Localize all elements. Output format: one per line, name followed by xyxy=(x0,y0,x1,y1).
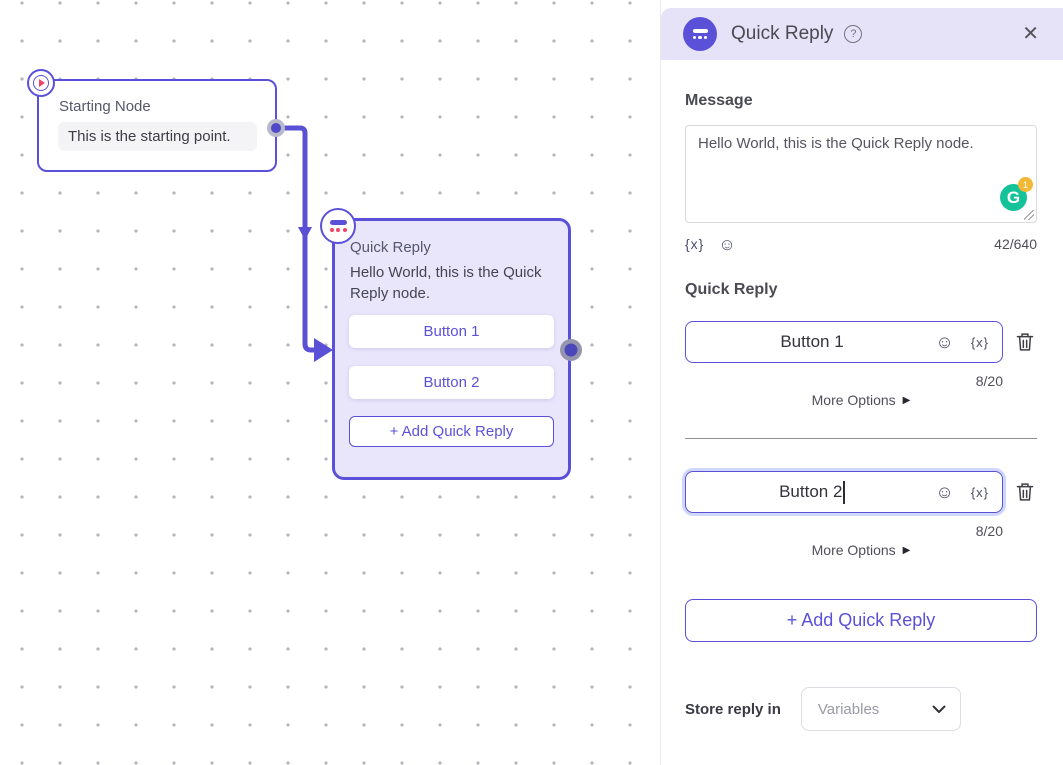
quick-reply-node[interactable]: Quick Reply Hello World, this is the Qui… xyxy=(320,208,571,480)
chevron-down-icon xyxy=(932,705,946,713)
add-quick-reply-button[interactable]: + Add Quick Reply xyxy=(685,599,1037,642)
item-divider xyxy=(685,438,1037,439)
quick-reply-item: Button 1 ☺ {x} xyxy=(685,321,1037,409)
store-reply-label: Store reply in xyxy=(685,700,781,718)
quick-reply-section-label: Quick Reply xyxy=(685,281,778,298)
insert-variable-icon[interactable]: {x} xyxy=(685,236,705,252)
message-label: Message xyxy=(685,92,753,109)
edge-direction-arrow xyxy=(298,227,312,240)
quick-reply-node-icon xyxy=(320,208,356,244)
grammarly-count-badge: 1 xyxy=(1018,177,1033,192)
emoji-picker-icon[interactable]: ☺ xyxy=(935,482,954,502)
expand-arrow-icon: ▶ xyxy=(902,394,911,406)
quick-reply-input-1[interactable]: Button 1 ☺ {x} xyxy=(685,321,1003,363)
store-reply-row: Store reply in Variables xyxy=(685,687,1037,731)
text-cursor xyxy=(843,480,845,504)
quick-reply-node-title: Quick Reply xyxy=(350,239,431,256)
starting-node-title: Starting Node xyxy=(59,98,151,115)
panel-body: Message Hello World, this is the Quick R… xyxy=(661,92,1063,731)
variables-dropdown[interactable]: Variables xyxy=(800,687,961,731)
quick-reply-item: Button 2 ☺ {x} xyxy=(685,471,1037,559)
quick-reply-input-1-value: Button 1 xyxy=(780,332,844,351)
insert-variable-icon[interactable]: {x} xyxy=(970,484,989,500)
starting-node-message: This is the starting point. xyxy=(58,122,257,151)
delete-quick-reply-icon[interactable] xyxy=(1015,330,1037,354)
start-node-play-icon xyxy=(27,69,55,97)
variables-dropdown-value: Variables xyxy=(817,700,880,718)
quick-reply-input-2-value: Button 2 xyxy=(779,482,843,501)
panel-header: Quick Reply ? ✕ xyxy=(661,8,1063,60)
node-button-1[interactable]: Button 1 xyxy=(349,315,554,348)
grammarly-icon[interactable]: G 1 xyxy=(1000,177,1033,211)
quick-reply-2-char-count: 8/20 xyxy=(975,523,1003,539)
message-char-count: 42/640 xyxy=(994,236,1037,252)
message-toolbar: {x} ☺ 42/640 xyxy=(685,234,1037,254)
textarea-resize-handle[interactable] xyxy=(1024,210,1034,220)
more-options-toggle[interactable]: More Options ▶ xyxy=(811,542,911,558)
close-icon[interactable]: ✕ xyxy=(1022,23,1039,45)
quick-reply-node-message: Hello World, this is the Quick Reply nod… xyxy=(350,264,542,302)
help-icon[interactable]: ? xyxy=(844,25,863,43)
message-textarea-wrap: Hello World, this is the Quick Reply nod… xyxy=(685,125,1037,223)
panel-title: Quick Reply xyxy=(731,23,834,44)
quick-reply-settings-panel: Quick Reply ? ✕ Message Hello World, thi… xyxy=(661,0,1063,765)
quick-reply-1-char-count: 8/20 xyxy=(975,373,1003,389)
flow-canvas[interactable]: Starting Node This is the starting point… xyxy=(0,0,661,765)
quick-reply-icon xyxy=(683,17,717,51)
insert-variable-icon[interactable]: {x} xyxy=(970,334,989,350)
more-options-toggle[interactable]: More Options ▶ xyxy=(811,392,911,408)
emoji-picker-icon[interactable]: ☺ xyxy=(935,332,954,352)
node-button-2[interactable]: Button 2 xyxy=(349,366,554,399)
quick-reply-input-2[interactable]: Button 2 ☺ {x} xyxy=(685,471,1003,513)
node-add-quick-reply-button[interactable]: + Add Quick Reply xyxy=(349,416,554,447)
emoji-picker-icon[interactable]: ☺ xyxy=(718,234,736,254)
edge-start-to-quickreply[interactable] xyxy=(276,125,316,353)
delete-quick-reply-icon[interactable] xyxy=(1015,480,1037,504)
starting-node[interactable]: Starting Node This is the starting point… xyxy=(27,69,277,172)
message-textarea[interactable]: Hello World, this is the Quick Reply nod… xyxy=(685,125,1037,223)
edge-arrowhead xyxy=(314,338,333,362)
expand-arrow-icon: ▶ xyxy=(902,544,911,556)
grammarly-letter: G xyxy=(1006,187,1021,207)
